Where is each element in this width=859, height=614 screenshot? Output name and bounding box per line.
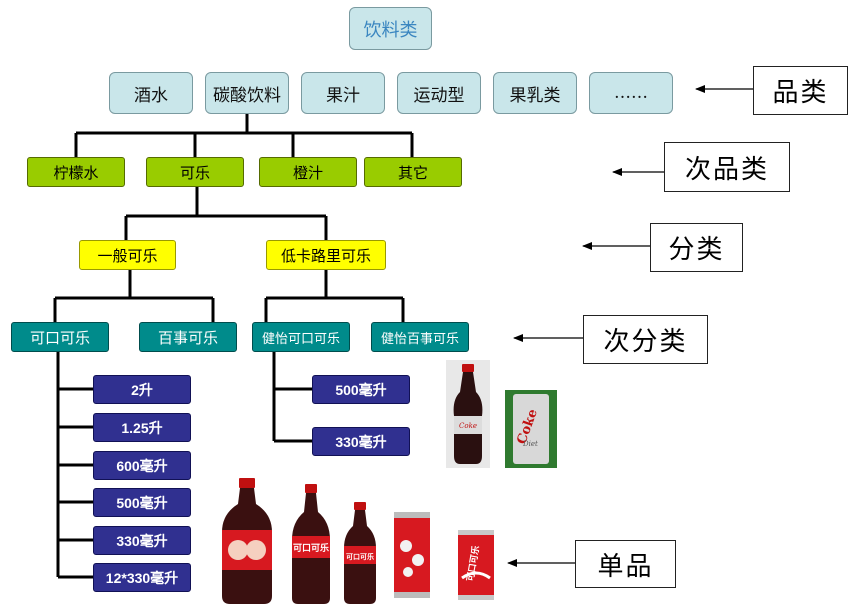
svg-text:可口可乐: 可口可乐 [346, 552, 374, 561]
subclass-node: 百事可乐 [139, 322, 237, 352]
connector-subclass-to-items-diet [272, 352, 312, 443]
subcategory-node: 可乐 [146, 157, 244, 187]
connector-class-to-subclass-regular [53, 270, 215, 322]
legend-subcategory: 次品类 [664, 142, 790, 192]
coke-330ml-can-image: 可口可乐 [458, 530, 494, 600]
subcategory-node: 橙汁 [259, 157, 357, 187]
legend-class: 分类 [650, 223, 743, 272]
coke-2l-bottle-image [222, 478, 272, 604]
root-node: 饮料类 [349, 7, 432, 50]
subclass-node: 可口可乐 [11, 322, 109, 352]
category-node: …… [589, 72, 673, 114]
class-node: 低卡路里可乐 [266, 240, 386, 270]
legend-item: 单品 [575, 540, 676, 588]
subclass-node: 健怡可口可乐 [252, 322, 350, 352]
diet-coke-bottle-image: Coke [446, 360, 490, 468]
subclass-node: 健怡百事可乐 [371, 322, 469, 352]
svg-text:Coke: Coke [459, 422, 477, 430]
coke-600ml-bottle-image: 可口可乐 [344, 502, 376, 604]
subcategory-node: 柠檬水 [27, 157, 125, 187]
category-node: 果汁 [301, 72, 385, 114]
connector-subcategory-to-class [124, 187, 328, 240]
item-node: 12*330毫升 [93, 563, 191, 592]
item-node: 600毫升 [93, 451, 191, 480]
item-node: 500毫升 [93, 488, 191, 517]
legend-subclass: 次分类 [583, 315, 708, 364]
diet-coke-can-image: Coke Diet [505, 390, 557, 468]
coke-1-25l-bottle-image: 可口可乐 [292, 484, 330, 604]
svg-text:可口可乐: 可口可乐 [293, 542, 329, 554]
item-node: 2升 [93, 375, 191, 404]
connector-subclass-to-items-coke [56, 352, 93, 579]
svg-text:Diet: Diet [522, 440, 538, 448]
item-node: 500毫升 [312, 375, 410, 404]
legend-category: 品类 [753, 66, 848, 115]
category-node: 果乳类 [493, 72, 577, 114]
coke-500ml-can-image [394, 512, 430, 598]
category-node: 运动型 [397, 72, 481, 114]
category-node: 碳酸饮料 [205, 72, 289, 114]
category-node: 酒水 [109, 72, 193, 114]
subcategory-node: 其它 [364, 157, 462, 187]
item-node: 330毫升 [93, 526, 191, 555]
item-node: 1.25升 [93, 413, 191, 442]
class-node: 一般可乐 [79, 240, 176, 270]
item-node: 330毫升 [312, 427, 410, 456]
connector-category-to-subcategory [74, 113, 414, 157]
connector-class-to-subclass-diet [264, 270, 405, 322]
